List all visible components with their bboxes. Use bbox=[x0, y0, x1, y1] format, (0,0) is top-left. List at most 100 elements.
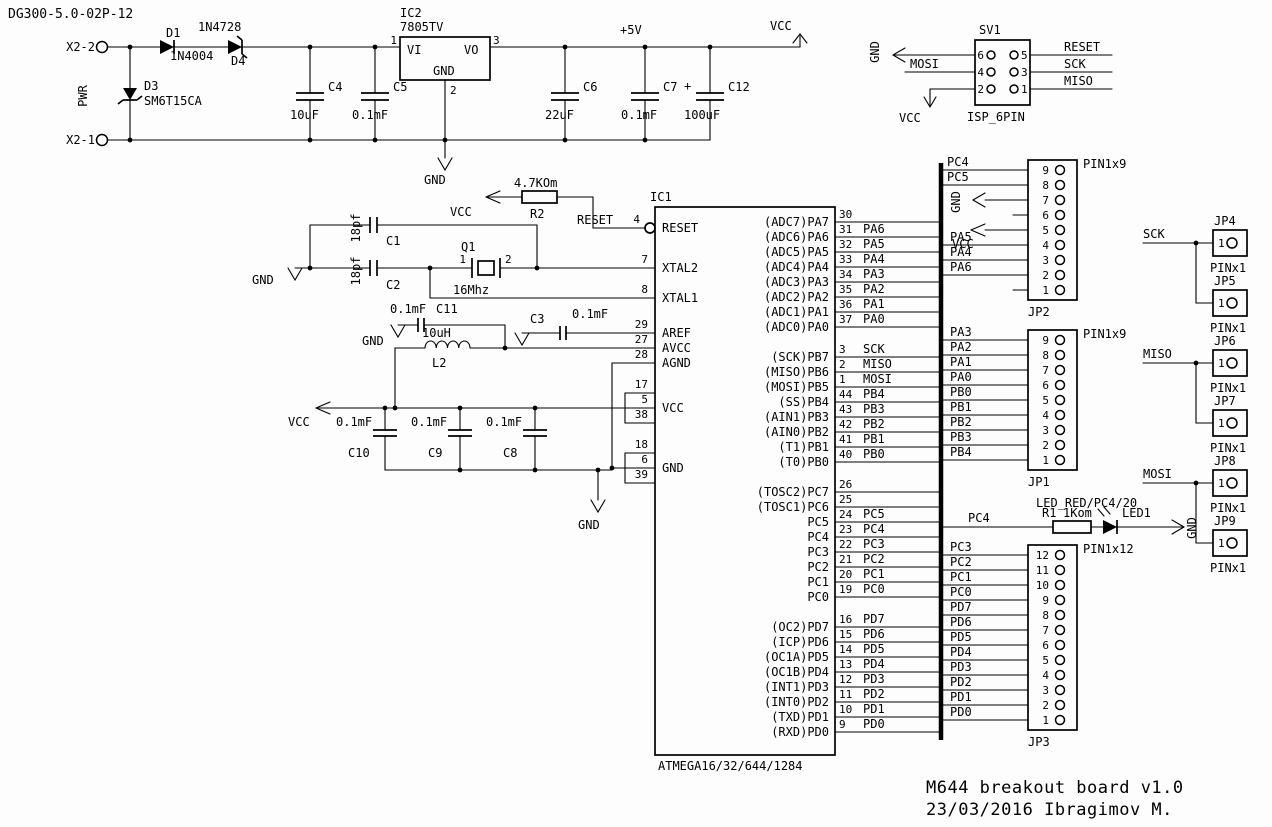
c10-value: 0.1mF bbox=[336, 415, 372, 429]
jp7-ref: JP7 bbox=[1214, 394, 1236, 408]
vcc-label: VCC bbox=[952, 237, 974, 251]
net-label: PB1 bbox=[950, 400, 972, 414]
gnd-symbol bbox=[514, 332, 530, 347]
led1-ref: LED1 bbox=[1122, 506, 1151, 520]
jp2-pin-number: 3 bbox=[1042, 254, 1049, 267]
reset-inversion-bubble bbox=[644, 222, 656, 234]
mcu-pin-number: 6 bbox=[641, 453, 648, 466]
net-label: PD4 bbox=[863, 657, 885, 671]
jp1-pin-number: 6 bbox=[1042, 379, 1049, 392]
mcu-ic1: IC1 ATMEGA16/32/644/1284 RESET 4 XTAL2 7… bbox=[633, 190, 942, 773]
connector-pad-x2-1 bbox=[95, 133, 109, 147]
net-label: PD6 bbox=[950, 615, 972, 629]
ic2-value: 7805TV bbox=[400, 20, 443, 34]
sv1-pin2-number: 2 bbox=[977, 83, 984, 96]
mcu-pin-name: (SCK)PB7 bbox=[771, 350, 829, 364]
net-label: PA3 bbox=[863, 267, 885, 281]
jp1-pin-number: 5 bbox=[1042, 394, 1049, 407]
mcu-part: ATMEGA16/32/644/1284 bbox=[658, 759, 803, 773]
mcu-body bbox=[654, 206, 836, 756]
net-label: PD4 bbox=[950, 645, 972, 659]
net-label: MOSI bbox=[863, 372, 892, 386]
net-label-sck: SCK bbox=[1064, 57, 1086, 71]
net-label: PA2 bbox=[863, 282, 885, 296]
pwr-label: PWR bbox=[76, 84, 90, 106]
mcu-pin-number: 40 bbox=[839, 448, 852, 461]
sv1-pin5 bbox=[1009, 50, 1019, 60]
jp3-pin-number: 9 bbox=[1042, 594, 1049, 607]
jp2-ref: JP2 bbox=[1028, 305, 1050, 319]
mcu-pin-name: (OC2)PD7 bbox=[771, 620, 829, 634]
mcu-pin-name: (ADC1)PA1 bbox=[764, 305, 829, 319]
jp1-pin-number: 9 bbox=[1042, 334, 1049, 347]
jp3-ref: JP3 bbox=[1028, 735, 1050, 749]
jp2-pin-number: 7 bbox=[1042, 194, 1049, 207]
gnd-label: GND bbox=[949, 191, 963, 213]
d3-value: SM6T15CA bbox=[144, 94, 203, 108]
jp8-pin-number: 1 bbox=[1218, 477, 1225, 490]
mcu-pin-name: (T0)PB0 bbox=[778, 455, 829, 469]
net-label: PC0 bbox=[863, 582, 885, 596]
net-label: PA5 bbox=[863, 237, 885, 251]
sv1-pin2 bbox=[986, 84, 996, 94]
net-label: PB0 bbox=[863, 447, 885, 461]
net-label: PC4 bbox=[947, 155, 969, 169]
jp1-pin-number: 7 bbox=[1042, 364, 1049, 377]
net-label: PC2 bbox=[863, 552, 885, 566]
mcu-pin-number: 5 bbox=[641, 393, 648, 406]
jp5-pin-number: 1 bbox=[1218, 297, 1225, 310]
footer-date-author: 23/03/2016 Ibragimov M. bbox=[926, 800, 1173, 820]
mcu-pin-name: (TOSC1)PC6 bbox=[757, 500, 829, 514]
jp6-body bbox=[1212, 349, 1248, 377]
sv1-pin1 bbox=[1009, 84, 1019, 94]
mcu-pin-name: (T1)PB1 bbox=[778, 440, 829, 454]
net-label: PA0 bbox=[950, 370, 972, 384]
mcu-pin-number: 11 bbox=[839, 688, 852, 701]
single-pin-headers: SCK 1 JP4 PINx1 1 JP5 PINx1 MISO 1 JP6 P… bbox=[1142, 214, 1248, 575]
analog-filter: C3 0.1mF GND 0.1mF C11 10uH L2 bbox=[362, 302, 656, 471]
mcu-pin-name: (OC1A)PD5 bbox=[764, 650, 829, 664]
net-label: PB3 bbox=[950, 430, 972, 444]
footer-title: M644 breakout board v1.0 bbox=[926, 778, 1184, 798]
jp3-pin-number: 8 bbox=[1042, 609, 1049, 622]
net-label: MISO bbox=[863, 357, 892, 371]
sv1-pin5-number: 5 bbox=[1021, 49, 1028, 62]
c12-value: 100uF bbox=[684, 108, 720, 122]
c6-value: 22uF bbox=[545, 108, 574, 122]
q1-value: 16Mhz bbox=[453, 283, 489, 297]
jp2-type: PIN1x9 bbox=[1083, 157, 1126, 171]
net-label: PA1 bbox=[950, 355, 972, 369]
net-label-miso: MISO bbox=[1064, 74, 1093, 88]
d4-value: 1N4728 bbox=[198, 20, 241, 34]
jp5-ref: JP5 bbox=[1214, 274, 1236, 288]
x2-2-label: X2-2 bbox=[66, 40, 95, 54]
c8-ref: C8 bbox=[503, 446, 517, 460]
c5-value: 0.1mF bbox=[352, 108, 388, 122]
mcu-pin-number: 30 bbox=[839, 208, 852, 221]
mcu-pin-number: 35 bbox=[839, 283, 852, 296]
jp3-pin-number: 2 bbox=[1042, 699, 1049, 712]
mcu-pin-number: 1 bbox=[839, 373, 846, 386]
jp1-pin-number: 8 bbox=[1042, 349, 1049, 362]
mcu-pin-name: (AIN0)PB2 bbox=[764, 425, 829, 439]
net-label-5v: +5V bbox=[620, 23, 642, 37]
jp2-pin-number: 4 bbox=[1042, 239, 1049, 252]
jp7-body bbox=[1212, 409, 1248, 437]
net-label: PD1 bbox=[863, 702, 885, 716]
jp3-pin-number: 12 bbox=[1036, 549, 1049, 562]
mcu-pin-name-xtal1: XTAL1 bbox=[662, 291, 698, 305]
mcu-pin-name: PC3 bbox=[807, 545, 829, 559]
mcu-pin-name-reset: RESET bbox=[662, 221, 698, 235]
zener-d3 bbox=[123, 88, 137, 100]
mcu-pin-name-gnd: GND bbox=[662, 461, 684, 475]
jp4-body bbox=[1212, 229, 1248, 257]
jp5-body bbox=[1212, 289, 1248, 317]
ic2-pin-gnd: GND bbox=[433, 64, 455, 78]
c3-value: 0.1mF bbox=[572, 307, 608, 321]
net-label: PC2 bbox=[950, 555, 972, 569]
c7-ref: C7 bbox=[663, 80, 677, 94]
net-label: PB3 bbox=[863, 402, 885, 416]
resistor-r1 bbox=[1052, 520, 1092, 534]
mcu-pin-number: 29 bbox=[635, 318, 648, 331]
